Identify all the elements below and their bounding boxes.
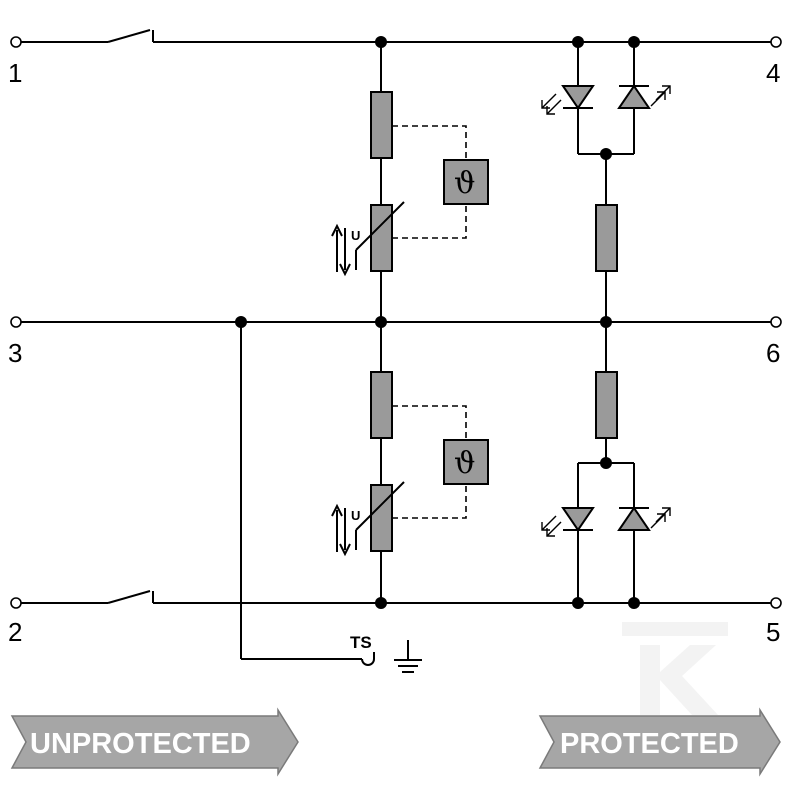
line-1-conductor (20, 29, 772, 43)
terminal-4 (770, 36, 782, 48)
terminal-label-5: 5 (766, 617, 780, 647)
indicator-branch-upper (541, 42, 671, 322)
terminal-label-3: 3 (8, 338, 22, 368)
terminal-label-1: 1 (8, 58, 22, 88)
thermal-fuse-lower (370, 371, 393, 439)
light-emission-arrows-upper-left (541, 93, 562, 115)
terminal-label-2: 2 (8, 617, 22, 647)
test-socket-label: TS (350, 633, 372, 652)
terminal-label-4: 4 (766, 58, 780, 88)
ground-branch (240, 322, 422, 673)
junction-nodes (235, 36, 640, 609)
thermal-monitor-upper: ϑ (392, 125, 489, 239)
watermark-logo (622, 622, 728, 715)
light-emission-arrows-lower-right (650, 507, 671, 529)
terminal-label-6: 6 (766, 338, 780, 368)
light-emission-arrows-upper-right (650, 85, 671, 107)
line-2-conductor (20, 590, 772, 604)
terminal-6 (770, 316, 782, 328)
light-emission-arrows-lower-left (541, 515, 562, 537)
ground-icon (394, 640, 422, 673)
test-socket (361, 658, 375, 666)
thermal-monitor-lower: ϑ (392, 405, 489, 519)
varistor-voltage-label-lower: U (351, 508, 360, 523)
disconnect-switch-top (107, 29, 151, 43)
led-upper-right (617, 84, 651, 109)
indicator-branch-lower (541, 322, 671, 603)
resistor-lower (595, 371, 618, 439)
protected-arrow: PROTECTED (538, 707, 781, 777)
terminal-5 (770, 597, 782, 609)
thermal-symbol-lower: ϑ (454, 446, 475, 481)
resistor-upper (595, 204, 618, 272)
varistor-upper (370, 204, 393, 272)
disconnect-switch-bottom (107, 590, 151, 604)
terminal-1 (10, 36, 22, 48)
voltage-arrows-upper (331, 223, 351, 277)
protected-label: PROTECTED (560, 728, 739, 760)
led-lower-right (617, 506, 651, 531)
unprotected-label: UNPROTECTED (30, 728, 251, 760)
protection-branch-left: U U (331, 42, 405, 603)
voltage-arrows-lower (331, 503, 351, 557)
varistor-voltage-label-upper: U (351, 228, 360, 243)
terminal-2 (10, 597, 22, 609)
led-upper-left (561, 85, 595, 110)
unprotected-arrow: UNPROTECTED (10, 707, 299, 777)
terminal-3 (10, 316, 22, 328)
led-lower-left (561, 507, 595, 532)
varistor-lower (370, 484, 393, 552)
thermal-symbol-upper: ϑ (454, 166, 475, 201)
thermal-fuse-upper (370, 91, 393, 159)
